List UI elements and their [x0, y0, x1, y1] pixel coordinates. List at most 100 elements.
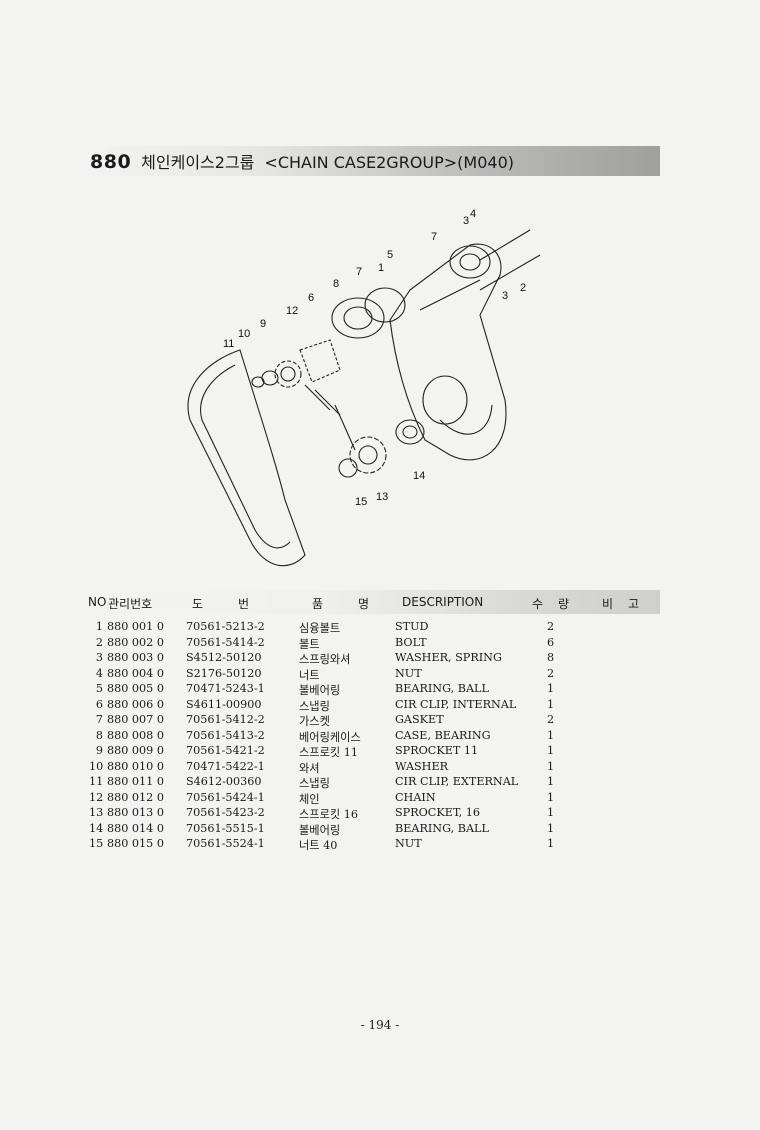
row-code: 880 010 0 — [107, 759, 164, 773]
row-qty: 1 — [547, 682, 555, 695]
table-row: 10 880 010 0 70471-5422-1 와셔 WASHER 1 — [89, 760, 659, 776]
table-row: 8 880 008 0 70561-5413-2 베어링케이스 CASE, BE… — [89, 729, 659, 745]
callout: 8 — [333, 278, 339, 290]
row-description: SPROCKET, 16 — [395, 806, 481, 819]
section-title-korean: 체인케이스2그룹 — [141, 153, 255, 172]
row-description: STUD — [395, 620, 429, 633]
row-part-number: 70561-5413-2 — [186, 728, 265, 742]
row-code: 880 006 0 — [107, 697, 164, 711]
table-row: 5 880 005 0 70471-5243-1 볼베어링 BEARING, B… — [89, 682, 659, 698]
top-flange — [449, 245, 491, 279]
table-row: 6 880 006 0 S4611-00900 스냅링 CIR CLIP, IN… — [89, 698, 659, 714]
chain-case-body — [389, 243, 507, 461]
sprocket-11 — [274, 360, 302, 388]
row-part-number: 70561-5424-1 — [186, 790, 265, 804]
row-qty: 1 — [547, 775, 555, 788]
row-qty: 1 — [547, 728, 555, 742]
row-qty: 2 — [547, 620, 555, 633]
exploded-parts-diagram: 3 4 7 5 1 7 8 6 12 9 10 11 2 3 14 13 15 — [187, 208, 541, 567]
table-row: 14 880 014 0 70561-5515-1 볼베어링 BEARING, … — [89, 822, 659, 838]
callout: 11 — [223, 338, 234, 350]
header-code: 관리번호 — [108, 597, 153, 611]
table-row: 4 880 004 0 S2176-50120 너트 NUT 2 — [89, 667, 659, 683]
table-row: 11 880 011 0 S4612-00360 스냅링 CIR CLIP, E… — [89, 775, 659, 791]
callout: 6 — [308, 292, 314, 304]
callout: 7 — [431, 231, 437, 243]
row-no: 7 — [95, 713, 103, 726]
header-description: DESCRIPTION — [402, 595, 484, 609]
row-code: 880 013 0 — [107, 806, 164, 819]
callout: 14 — [413, 470, 425, 482]
chain-cover-inner — [200, 364, 291, 549]
parts-table: 1 880 001 0 70561-5213-2 심융볼트 STUD 2 2 8… — [89, 620, 659, 853]
callout: 9 — [260, 318, 266, 330]
row-qty: 1 — [547, 697, 555, 711]
gasket — [364, 287, 406, 323]
row-qty: 2 — [547, 666, 555, 680]
header-no: NO — [88, 595, 107, 609]
row-korean-name: 체인 — [299, 792, 320, 806]
row-part-number: 70471-5243-1 — [186, 682, 265, 695]
row-code: 880 015 0 — [107, 837, 164, 850]
row-qty: 8 — [547, 651, 555, 664]
header-name-b: 명 — [358, 597, 370, 611]
callout: 3 — [463, 215, 469, 227]
row-qty: 1 — [547, 744, 555, 757]
row-no: 12 — [89, 790, 104, 804]
ball-bearing-14 — [395, 419, 425, 445]
row-no: 2 — [95, 635, 103, 649]
table-row: 1 880 001 0 70561-5213-2 심융볼트 STUD 2 — [89, 620, 659, 636]
row-korean-name: 스프링와셔 — [299, 653, 351, 666]
row-korean-name: 너트 — [299, 668, 320, 682]
row-description: NUT — [395, 666, 422, 680]
row-description: CHAIN — [395, 790, 436, 804]
header-remarks-b: 고 — [628, 597, 640, 611]
row-part-number: 70561-5213-2 — [186, 620, 265, 633]
row-korean-name: 베어링케이스 — [299, 730, 361, 744]
callout: 4 — [470, 208, 476, 220]
nut-40 — [338, 458, 358, 478]
row-code: 880 005 0 — [107, 682, 164, 695]
callout: 15 — [355, 496, 367, 508]
row-description: WASHER, SPRING — [395, 651, 502, 664]
row-qty: 2 — [547, 713, 555, 726]
row-no: 9 — [95, 744, 103, 757]
row-part-number: 70561-5421-2 — [186, 744, 265, 757]
row-qty: 1 — [547, 759, 555, 773]
callout: 3 — [502, 290, 508, 302]
row-description: CASE, BEARING — [395, 728, 491, 742]
row-part-number: 70471-5422-1 — [186, 759, 265, 773]
header-part-b: 번 — [238, 597, 250, 611]
table-row: 2 880 002 0 70561-5414-2 볼트 BOLT 6 — [89, 636, 659, 652]
row-korean-name: 가스켓 — [299, 715, 330, 728]
row-no: 11 — [89, 775, 104, 788]
row-part-number: S4512-50120 — [186, 651, 262, 664]
row-no: 14 — [89, 821, 104, 835]
row-korean-name: 와셔 — [299, 761, 320, 775]
row-description: WASHER — [395, 759, 449, 773]
row-qty: 6 — [547, 635, 555, 649]
header-qty-b: 량 — [558, 597, 570, 611]
row-code: 880 002 0 — [107, 635, 164, 649]
row-code: 880 008 0 — [107, 728, 164, 742]
table-header: NO 관리번호 도 번 품 명 DESCRIPTION 수 량 비 고 — [86, 590, 660, 614]
row-korean-name: 스프로킷 11 — [299, 746, 358, 759]
section-title-english: <CHAIN CASE2GROUP>(M040) — [264, 153, 514, 172]
row-no: 8 — [95, 728, 103, 742]
row-part-number: 70561-5515-1 — [186, 821, 265, 835]
row-code: 880 009 0 — [107, 744, 164, 757]
row-description: SPROCKET 11 — [395, 744, 479, 757]
callout: 2 — [520, 282, 526, 294]
row-qty: 1 — [547, 790, 555, 804]
row-part-number: 70561-5524-1 — [186, 837, 265, 850]
row-no: 4 — [95, 666, 103, 680]
row-korean-name: 볼트 — [299, 637, 320, 651]
section-title: 880 체인케이스2그룹 <CHAIN CASE2GROUP>(M040) — [90, 149, 514, 175]
row-code: 880 011 0 — [107, 775, 164, 788]
row-description: BEARING, BALL — [395, 821, 489, 835]
callout: 10 — [238, 328, 250, 340]
row-no: 1 — [95, 620, 103, 633]
bearing-case — [331, 297, 385, 339]
sprocket-16 — [349, 436, 387, 474]
